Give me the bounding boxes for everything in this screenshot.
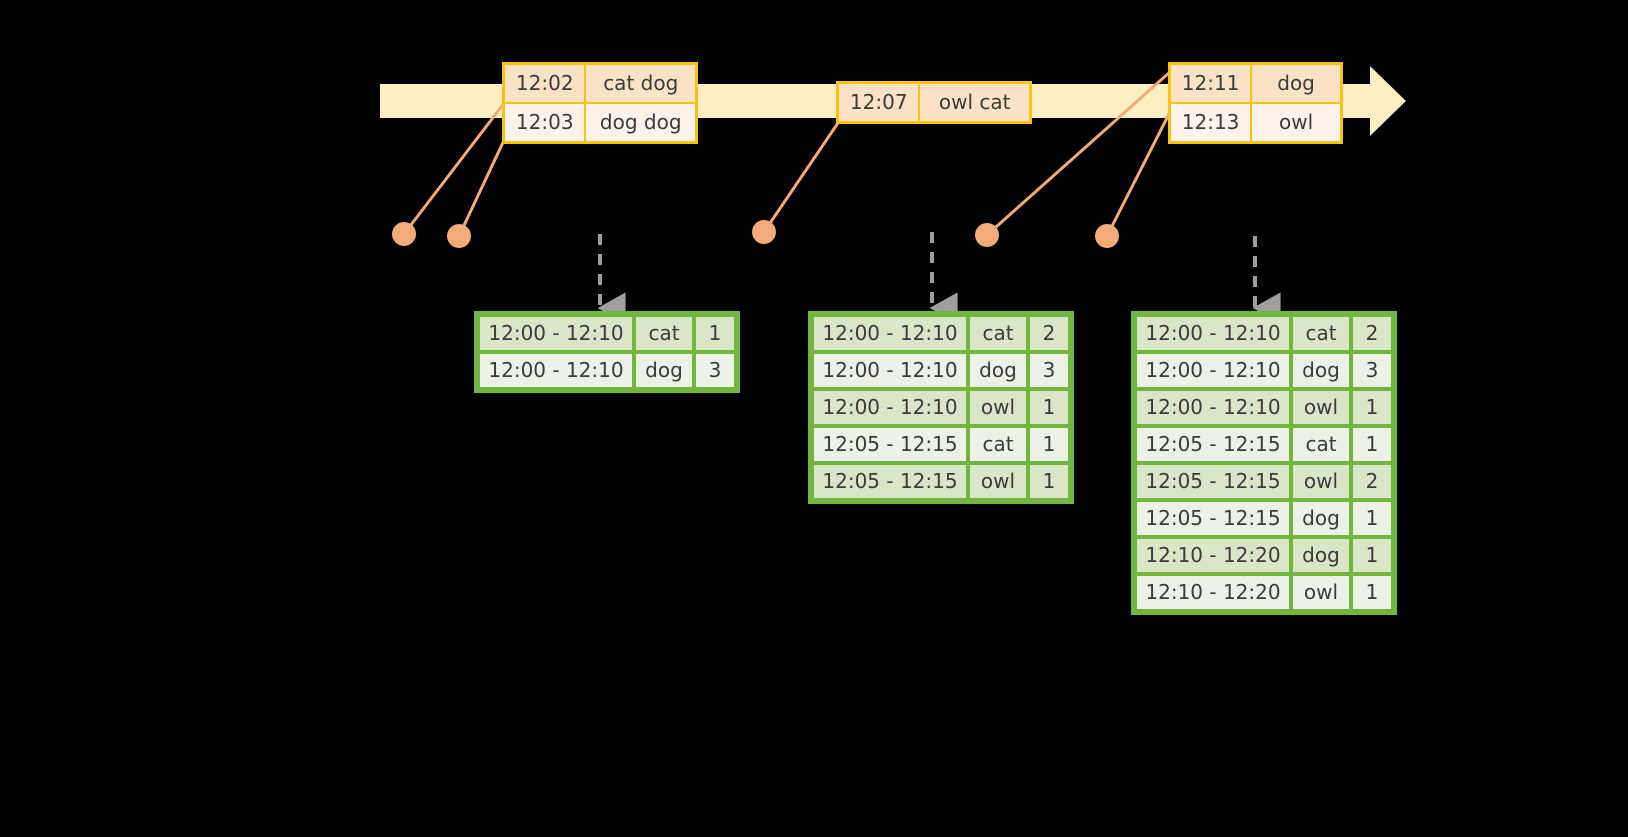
count-cell: 2: [1353, 317, 1391, 350]
connector-1: [402, 97, 510, 235]
count-cell: 3: [696, 354, 734, 387]
count-cell: 1: [1353, 502, 1391, 535]
window-range-cell: 12:10 - 12:20: [1137, 576, 1289, 609]
window-range-cell: 12:05 - 12:15: [1137, 428, 1289, 461]
event-time: 12:02: [505, 65, 587, 102]
word-cell: owl: [970, 391, 1026, 424]
event-dot-4: [975, 223, 999, 247]
word-cell: cat: [1293, 428, 1349, 461]
event-time: 12:03: [505, 104, 587, 141]
count-cell: 1: [1353, 428, 1391, 461]
window-range-cell: 12:05 - 12:15: [814, 428, 966, 461]
event-time: 12:11: [1171, 65, 1253, 102]
count-cell: 3: [1030, 354, 1068, 387]
event-words: dog: [1252, 65, 1340, 102]
event-words: owl: [1252, 104, 1340, 141]
word-cell: owl: [1293, 391, 1349, 424]
window-range-cell: 12:00 - 12:10: [480, 317, 632, 350]
connector-2: [457, 133, 509, 237]
word-cell: owl: [1293, 465, 1349, 498]
word-cell: cat: [1293, 317, 1349, 350]
window-range-cell: 12:10 - 12:20: [1137, 539, 1289, 572]
window-range-cell: 12:00 - 12:10: [480, 354, 632, 387]
window-range-cell: 12:05 - 12:15: [814, 465, 966, 498]
window-range-cell: 12:05 - 12:15: [1137, 465, 1289, 498]
timeline-arrowhead-icon: [1370, 66, 1406, 136]
word-cell: dog: [636, 354, 692, 387]
window-range-cell: 12:00 - 12:10: [814, 391, 966, 424]
count-cell: 2: [1353, 465, 1391, 498]
window-range-cell: 12:00 - 12:10: [1137, 391, 1289, 424]
window-range-cell: 12:00 - 12:10: [1137, 354, 1289, 387]
window-range-cell: 12:00 - 12:10: [814, 317, 966, 350]
count-cell: 1: [1030, 428, 1068, 461]
word-cell: cat: [636, 317, 692, 350]
event-time: 12:13: [1171, 104, 1253, 141]
count-cell: 1: [1030, 465, 1068, 498]
word-cell: owl: [970, 465, 1026, 498]
word-cell: cat: [970, 428, 1026, 461]
count-cell: 3: [1353, 354, 1391, 387]
event-words: cat dog: [586, 65, 695, 102]
word-cell: dog: [1293, 354, 1349, 387]
word-cell: dog: [970, 354, 1026, 387]
event-time: 12:07: [839, 84, 921, 121]
window-range-cell: 12:00 - 12:10: [1137, 317, 1289, 350]
count-cell: 1: [1030, 391, 1068, 424]
event-dot-1: [392, 222, 416, 246]
count-cell: 1: [1353, 576, 1391, 609]
connector-3: [762, 119, 842, 233]
count-cell: 1: [696, 317, 734, 350]
count-cell: 1: [1353, 539, 1391, 572]
event-dot-2: [447, 224, 471, 248]
count-cell: 2: [1030, 317, 1068, 350]
event-dot-5: [1095, 224, 1119, 248]
event-dot-3: [752, 220, 776, 244]
window-range-cell: 12:05 - 12:15: [1137, 502, 1289, 535]
window-range-cell: 12:00 - 12:10: [814, 354, 966, 387]
word-cell: cat: [970, 317, 1026, 350]
word-cell: dog: [1293, 502, 1349, 535]
event-words: owl cat: [920, 84, 1029, 121]
count-cell: 1: [1353, 391, 1391, 424]
word-cell: dog: [1293, 539, 1349, 572]
connector-5: [1105, 111, 1172, 237]
word-cell: owl: [1293, 576, 1349, 609]
event-words: dog dog: [586, 104, 695, 141]
